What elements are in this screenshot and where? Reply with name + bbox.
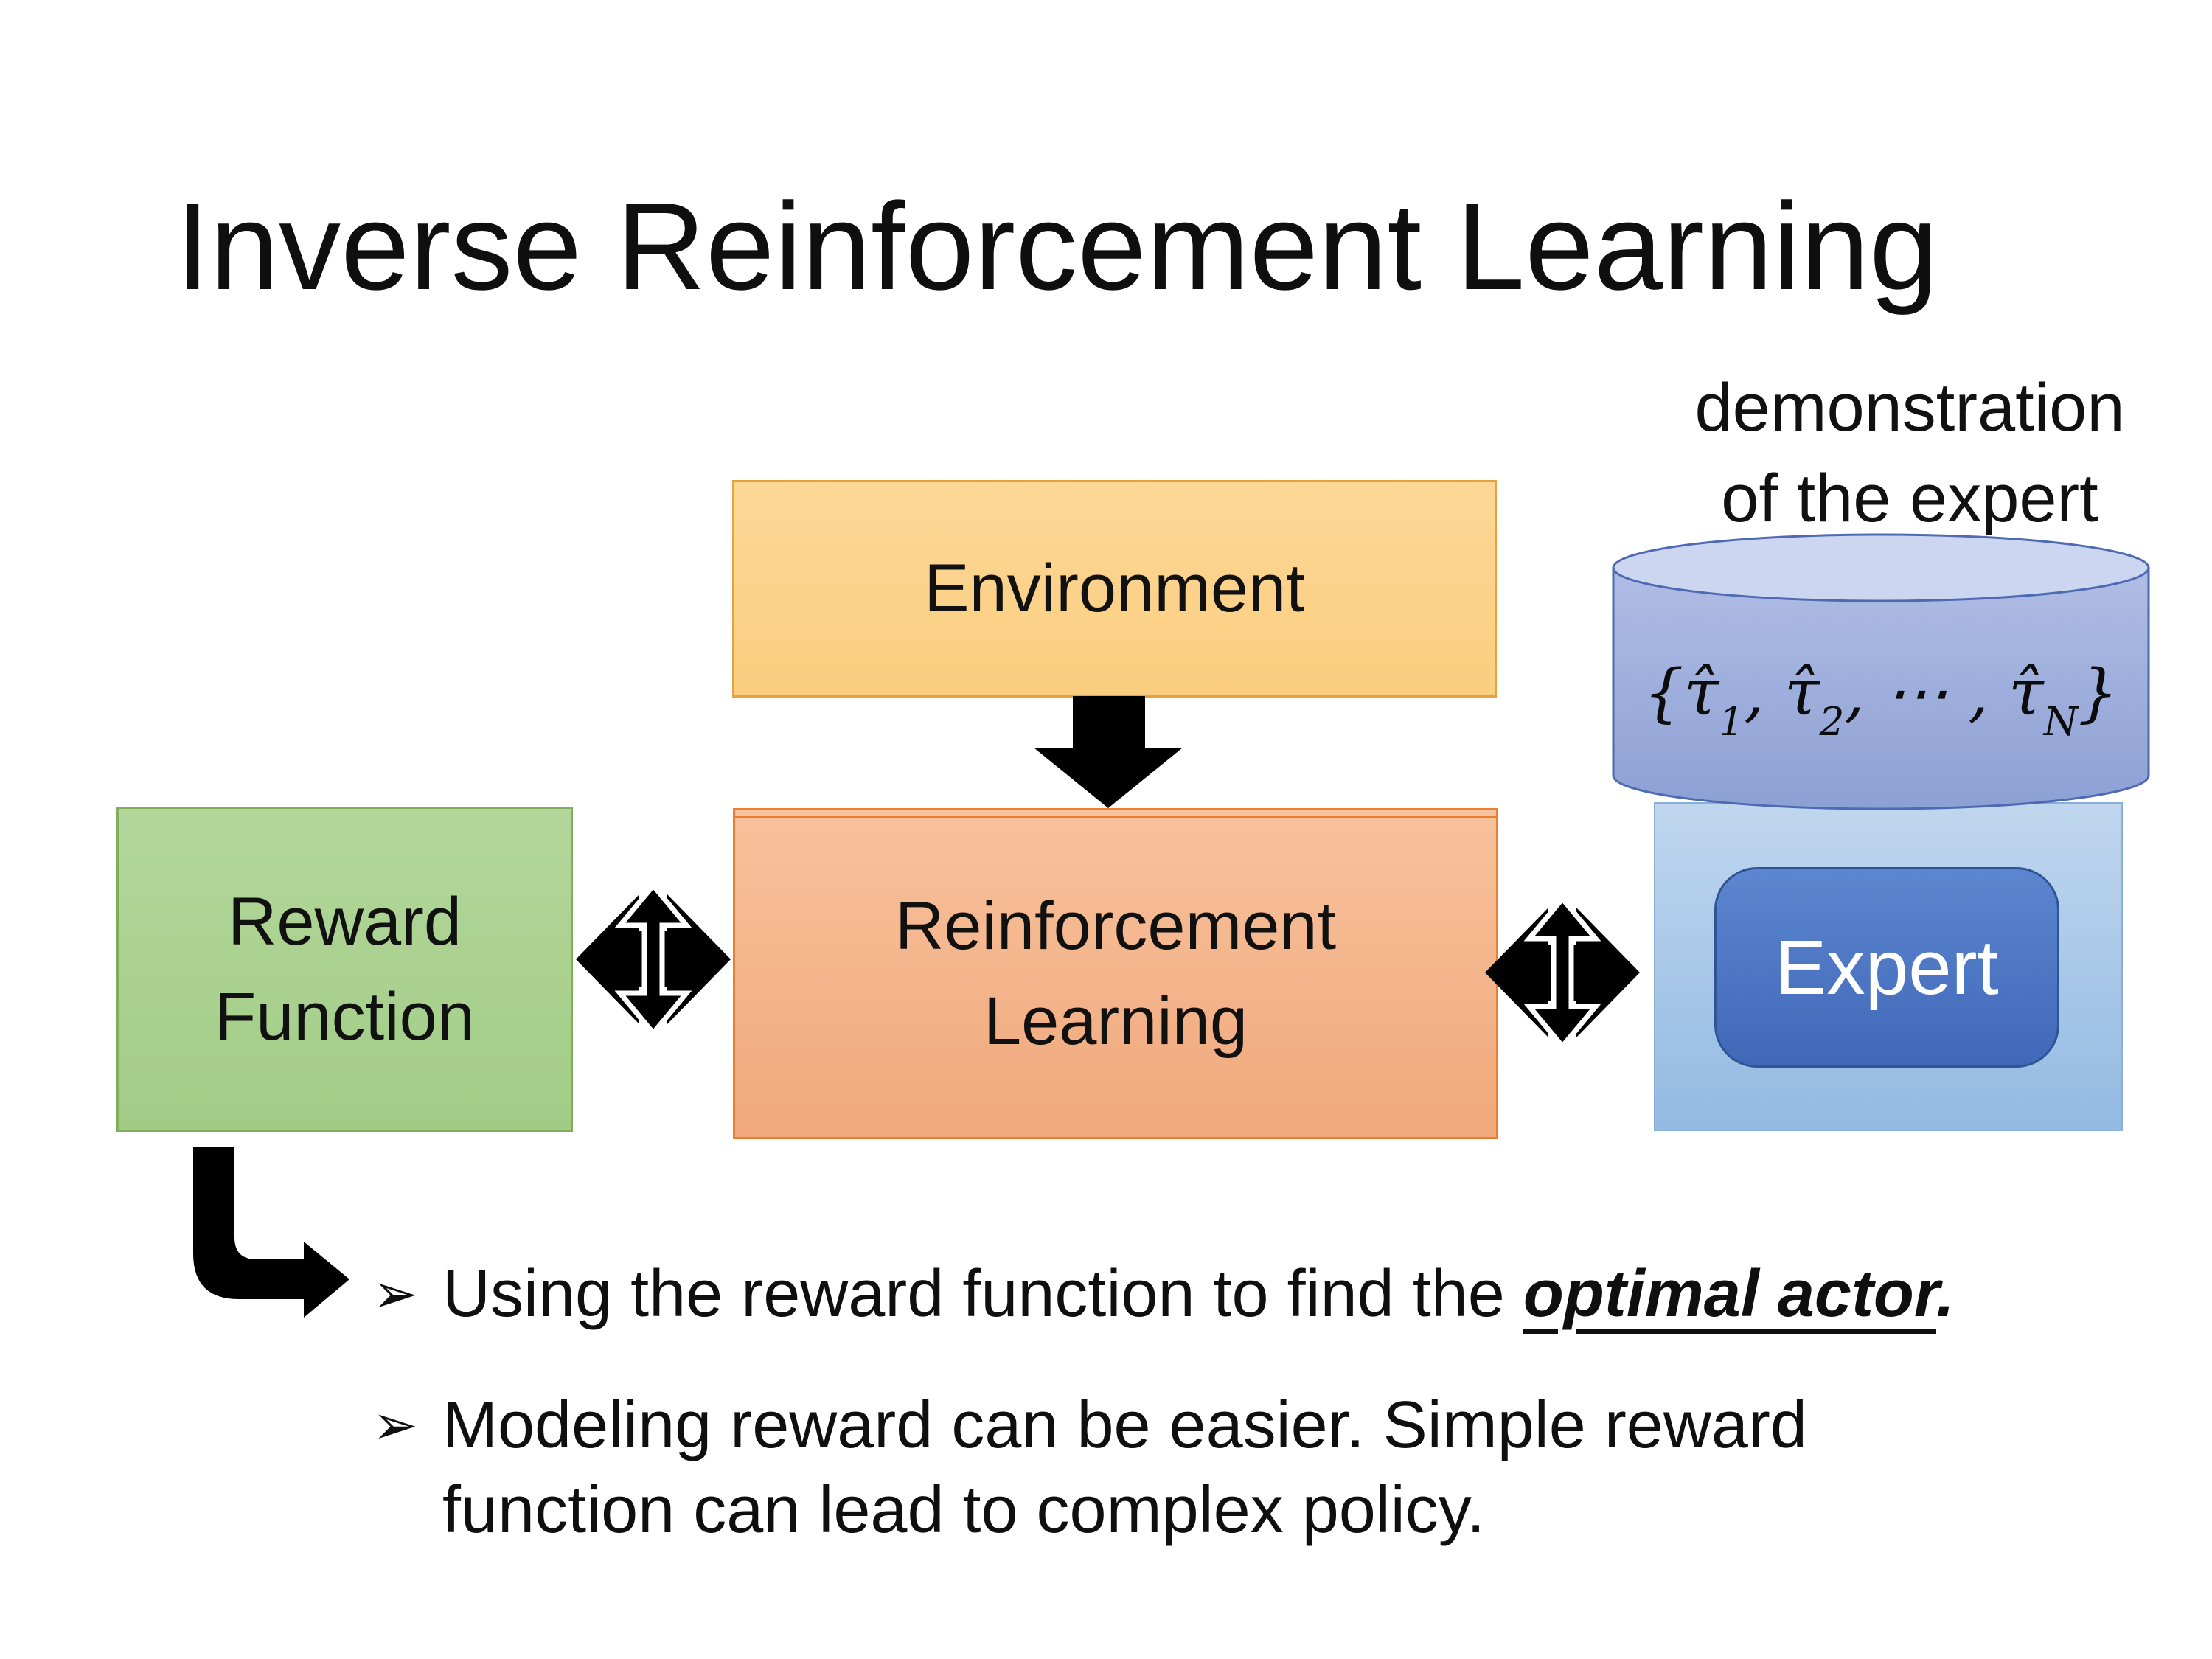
bullet-arrow-marker-icon: ➢ — [372, 1262, 419, 1326]
formula-part: {τ̂ — [1643, 656, 1719, 730]
formula-subscript-1: 1 — [1719, 698, 1745, 745]
double-arrow-rl-expert-icon — [1485, 897, 1640, 1048]
formula-part: } — [2078, 656, 2119, 730]
formula-subscript-n: N — [2043, 698, 2079, 745]
demonstration-label-line2: of the expert — [1721, 461, 2098, 537]
bullet-item-1: ➢ Using the reward function to find the … — [372, 1252, 1955, 1337]
reward-function-box: Reward Function — [116, 807, 573, 1132]
expert-box: Expert — [1714, 867, 2059, 1068]
bullet-1-text: Using the reward function to find the op… — [442, 1252, 1955, 1337]
bullet-arrow-marker-icon: ➢ — [372, 1394, 419, 1457]
bullet-item-2: ➢ Modeling reward can be easier. Simple … — [372, 1383, 1854, 1553]
environment-box: Environment — [732, 480, 1497, 698]
slide-title: Inverse Reinforcement Learning — [175, 177, 1938, 316]
reward-function-label-line2: Function — [215, 978, 475, 1054]
down-arrow-environment-to-rl-icon — [1034, 696, 1183, 808]
formula-part: , ⋯ , τ̂ — [1844, 656, 2044, 730]
double-arrow-reward-rl-icon — [576, 884, 731, 1034]
demonstration-database-cylinder-icon — [1612, 533, 2150, 810]
formula-subscript-2: 2 — [1819, 698, 1845, 745]
environment-label: Environment — [924, 551, 1305, 627]
rl-label-line2: Learning — [983, 983, 1248, 1059]
formula-part: , τ̂ — [1744, 656, 1820, 730]
bullet-2-text: Modeling reward can be easier. Simple re… — [442, 1388, 1807, 1548]
rl-label-line1: Reinforcement — [894, 888, 1337, 964]
trajectory-set-formula: {τ̂1, τ̂2, ⋯ , τ̂N} — [1611, 656, 2151, 741]
bent-arrow-reward-to-bullets-icon — [193, 1147, 349, 1318]
reward-function-label-line1: Reward — [227, 883, 462, 959]
bullet-1-emphasis: optimal actor — [1523, 1257, 1936, 1331]
reinforcement-learning-box: Reinforcement Learning — [733, 808, 1498, 1139]
bullet-1-period: . — [1935, 1257, 1955, 1331]
bullet-1-prefix: Using the reward function to find the — [442, 1257, 1523, 1331]
demonstration-label-line1: demonstration — [1694, 370, 2125, 445]
expert-label: Expert — [1775, 924, 1999, 1011]
demonstration-label: demonstration of the expert — [1659, 363, 2160, 545]
